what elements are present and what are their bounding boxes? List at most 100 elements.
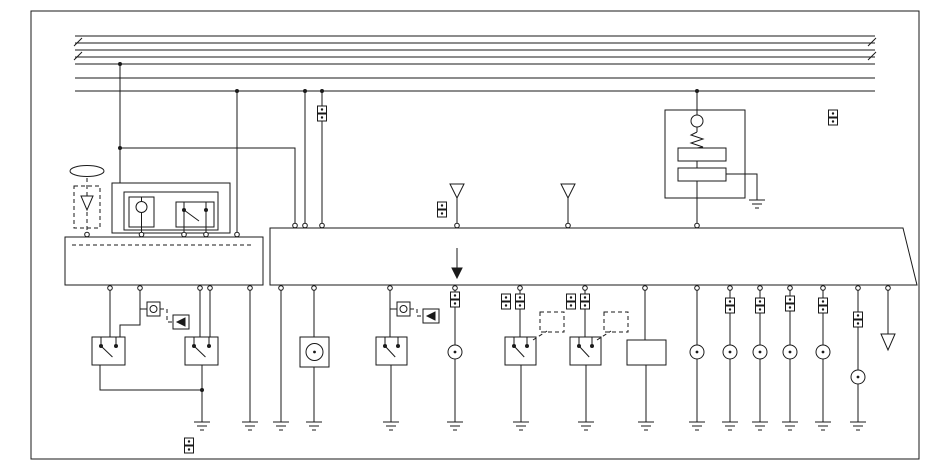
switch-d-lever — [384, 345, 396, 358]
connector-pin — [320, 108, 324, 111]
dashed-wire-5 — [410, 308, 423, 317]
single-pin-connector-pin — [728, 350, 732, 354]
pin — [642, 285, 648, 291]
connector-pin — [504, 304, 508, 307]
noise-filter-box-1 — [146, 301, 161, 317]
top-right-unit — [664, 109, 746, 199]
pin — [517, 285, 523, 291]
pin — [197, 285, 203, 291]
junction-dot — [182, 208, 186, 212]
ignition-key — [69, 165, 105, 177]
relay-contact-box — [175, 201, 215, 228]
switch-f-terminal — [590, 344, 594, 348]
pin — [311, 285, 317, 291]
switch-a-lever — [100, 345, 113, 358]
filter-element-1 — [149, 305, 158, 313]
connector-pin — [518, 304, 522, 307]
bus-tick-1 — [73, 37, 83, 47]
pin — [855, 285, 861, 291]
junction-dot — [320, 89, 324, 93]
single-pin-connector-pin — [788, 350, 792, 354]
key-arrow — [80, 195, 94, 212]
junction-dot — [118, 146, 122, 150]
pin — [319, 222, 325, 229]
wire-20 — [183, 209, 200, 222]
pin — [84, 231, 90, 238]
switch-d — [375, 336, 408, 366]
junction-dot — [235, 89, 239, 93]
connector-pin — [788, 306, 792, 309]
connector-pin — [728, 300, 732, 303]
connector-pin — [758, 308, 762, 311]
connector-pin — [320, 116, 324, 119]
connector-pin — [856, 314, 860, 317]
unit-element-1 — [677, 147, 727, 162]
relay-coil — [135, 201, 148, 213]
switch-b-terminal — [207, 344, 211, 348]
reference-box-1 — [172, 314, 190, 330]
unit-element-2 — [677, 167, 727, 182]
connector-pin — [856, 322, 860, 325]
switch-e-terminal — [525, 344, 529, 348]
switch-d-terminal — [396, 344, 400, 348]
pin — [452, 285, 458, 291]
reference-arrowhead-2 — [425, 311, 436, 321]
wire-2 — [120, 147, 296, 228]
connector-pin — [518, 296, 522, 299]
pin — [234, 231, 240, 238]
noise-filter-box-2 — [396, 301, 411, 317]
connector-pin — [821, 300, 825, 303]
pin — [727, 285, 733, 291]
junction-dot — [118, 62, 122, 66]
switch-e — [504, 336, 537, 366]
switch-f-lever — [578, 345, 590, 358]
feed-arrow-1 — [449, 183, 465, 200]
single-pin-connector-pin — [758, 350, 762, 354]
single-pin-connector-pin — [856, 375, 860, 379]
connector-pin — [583, 304, 587, 307]
pin — [565, 222, 571, 229]
single-pin-connector-pin — [695, 350, 699, 354]
pin — [820, 285, 826, 291]
pin — [292, 222, 298, 229]
single-pin-connector-pin — [821, 350, 825, 354]
switch-f — [569, 336, 602, 366]
motor-box — [299, 336, 330, 368]
connector-pin — [831, 120, 835, 123]
connector-pin — [187, 448, 191, 451]
pin — [181, 231, 187, 238]
connector-pin — [821, 308, 825, 311]
pin — [247, 285, 253, 291]
pin — [387, 285, 393, 291]
connector-pin — [569, 304, 573, 307]
pin — [694, 285, 700, 291]
bus-tick-3 — [867, 37, 877, 47]
connector-pin — [569, 296, 573, 299]
connector-pin — [187, 440, 191, 443]
feed-arrow-2 — [560, 183, 576, 200]
relay-block-outer — [111, 182, 231, 234]
combination-box — [64, 236, 264, 286]
connector-pin — [440, 204, 444, 207]
switch-a — [91, 336, 126, 366]
option-box-1 — [539, 311, 565, 333]
junction-dot — [695, 89, 699, 93]
pin — [203, 231, 209, 238]
pin — [582, 285, 588, 291]
option-box-2 — [603, 311, 629, 333]
dashed-wire-6 — [532, 330, 548, 341]
switch-b — [184, 336, 219, 366]
connector-pin — [504, 296, 508, 299]
pin — [454, 222, 460, 229]
pin — [885, 285, 891, 291]
wire-22 — [119, 285, 141, 337]
reference-arrowhead-1 — [175, 317, 186, 327]
indicator-bulb — [690, 114, 704, 128]
connector-pin — [758, 300, 762, 303]
pin — [787, 285, 793, 291]
junction-dot — [200, 388, 204, 392]
switch-e-lever — [513, 345, 525, 358]
bus-tick-4 — [867, 51, 877, 61]
